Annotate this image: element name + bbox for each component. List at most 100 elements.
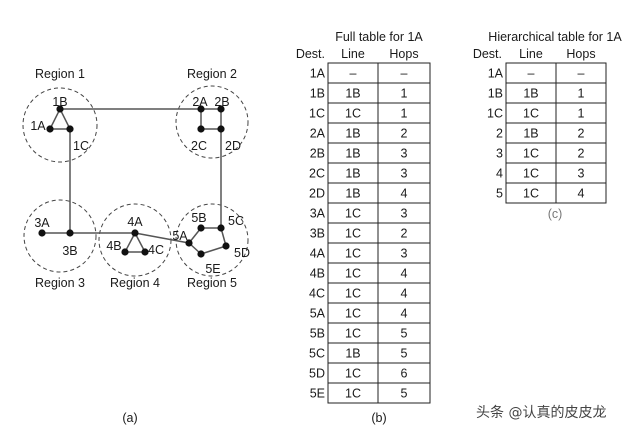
region-1-boundary [22, 87, 98, 163]
full-table-hops-cell: 3 [401, 207, 408, 221]
link-1B-1C [59, 108, 71, 130]
watermark-text: 头条 @认真的皮皮龙 [476, 405, 607, 421]
full-table-row: 4B 1C 4 [310, 267, 408, 281]
full-table-hops-cell: 1 [401, 87, 408, 101]
full-table-hops-cell: 5 [401, 327, 408, 341]
full-table-dest-cell: 1B [310, 87, 325, 101]
hier-table-line-cell: 1C [523, 187, 539, 201]
full-table-row: 1A – – [310, 67, 408, 81]
full-table-dest-cell: 5A [310, 307, 326, 321]
hier-table-row: 5 1C 4 [496, 187, 584, 201]
full-table-line-cell: 1C [345, 107, 361, 121]
region-5-label: Region 5 [187, 276, 237, 290]
hier-table-dest-cell: 3 [496, 147, 503, 161]
hier-table-hops-cell: – [578, 67, 585, 81]
full-table-dest-cell: 1A [310, 67, 326, 81]
full-table-dest-cell: 5E [310, 387, 325, 401]
router-label-4B: 4B [106, 239, 121, 253]
router-label-2B: 2B [214, 95, 229, 109]
router-label-5D: 5D [234, 246, 250, 260]
router-node-3A [38, 229, 46, 237]
hier-table-dest-cell: 4 [496, 167, 503, 181]
full-table-hops-cell: 6 [401, 367, 408, 381]
full-table-line-cell: 1C [345, 327, 361, 341]
router-label-2D: 2D [225, 139, 241, 153]
full-table-dest-cell: 3B [310, 227, 325, 241]
full-table-header-hops: Hops [389, 47, 418, 61]
hier-table-hops-cell: 2 [578, 147, 585, 161]
full-table-line-cell: 1C [345, 267, 361, 281]
full-table-hops-cell: 1 [401, 107, 408, 121]
full-table-line-cell: 1C [345, 367, 361, 381]
full-table-header-dest: Dest. [296, 47, 325, 61]
region-4-label: Region 4 [110, 276, 160, 290]
router-node-2C [197, 125, 205, 133]
hier-table-row: 1A–– [488, 67, 585, 81]
full-table-dest-cell: 4B [310, 267, 325, 281]
router-label-5B: 5B [191, 211, 206, 225]
router-node-3B [66, 229, 74, 237]
hier-table-header-line: Line [519, 47, 543, 61]
full-table-line-cell: 1C [345, 247, 361, 261]
full-table-hops-cell: – [401, 67, 408, 81]
hier-table-line-cell: 1B [523, 127, 538, 141]
full-table-hops-cell: 4 [401, 187, 408, 201]
full-table-line-cell: 1B [345, 87, 360, 101]
hier-table-hops-cell: 2 [578, 127, 585, 141]
router-node-2B [217, 105, 225, 113]
router-node-1B [56, 105, 64, 113]
full-table-caption: (b) [371, 411, 386, 425]
full-table-hops-cell: 4 [401, 307, 408, 321]
full-table-dest-cell: 5C [309, 347, 325, 361]
region-2-boundary [175, 85, 249, 159]
router-label-1B: 1B [52, 95, 67, 109]
hier-table-dest-cell: 1C [487, 107, 503, 121]
region-3-label: Region 3 [35, 276, 85, 290]
full-table-row: 5D 1C 6 [309, 367, 408, 381]
link-4A-5A [134, 232, 190, 244]
full-table-hops-cell: 2 [401, 227, 408, 241]
full-table-header-line: Line [341, 47, 365, 61]
router-label-2A: 2A [192, 95, 208, 109]
full-table-hops-cell: 3 [401, 167, 408, 181]
full-table-dest-cell: 2B [310, 147, 325, 161]
hier-table-line-cell: 1C [523, 167, 539, 181]
router-node-5D [222, 242, 230, 250]
hier-table-dest-cell: 5 [496, 187, 503, 201]
region-3-boundary [23, 199, 97, 273]
region-1-label: Region 1 [35, 67, 85, 81]
full-table-dest-cell: 3A [310, 207, 326, 221]
full-table-line-cell: 1B [345, 167, 360, 181]
full-table-hops-cell: 3 [401, 147, 408, 161]
full-table-line-cell: 1C [345, 287, 361, 301]
router-label-3B: 3B [62, 244, 77, 258]
router-label-5E: 5E [205, 262, 220, 276]
hier-table-caption: (c) [548, 207, 563, 221]
router-node-5A [185, 239, 193, 247]
full-table-line-cell: 1B [345, 127, 360, 141]
link-5D-5E [200, 245, 227, 255]
full-table-hops-cell: 4 [401, 267, 408, 281]
full-table-grid-border [327, 62, 431, 404]
full-table-dest-cell: 5D [309, 367, 325, 381]
router-node-2D [217, 125, 225, 133]
full-table-dest-cell: 2C [309, 167, 325, 181]
full-table-line-cell: – [350, 67, 357, 81]
hier-table-dest-cell: 1B [488, 87, 503, 101]
full-table-line-cell: 1C [345, 207, 361, 221]
router-node-5B [197, 224, 205, 232]
hier-table-hops-cell: 4 [578, 187, 585, 201]
region-2-label: Region 2 [187, 67, 237, 81]
